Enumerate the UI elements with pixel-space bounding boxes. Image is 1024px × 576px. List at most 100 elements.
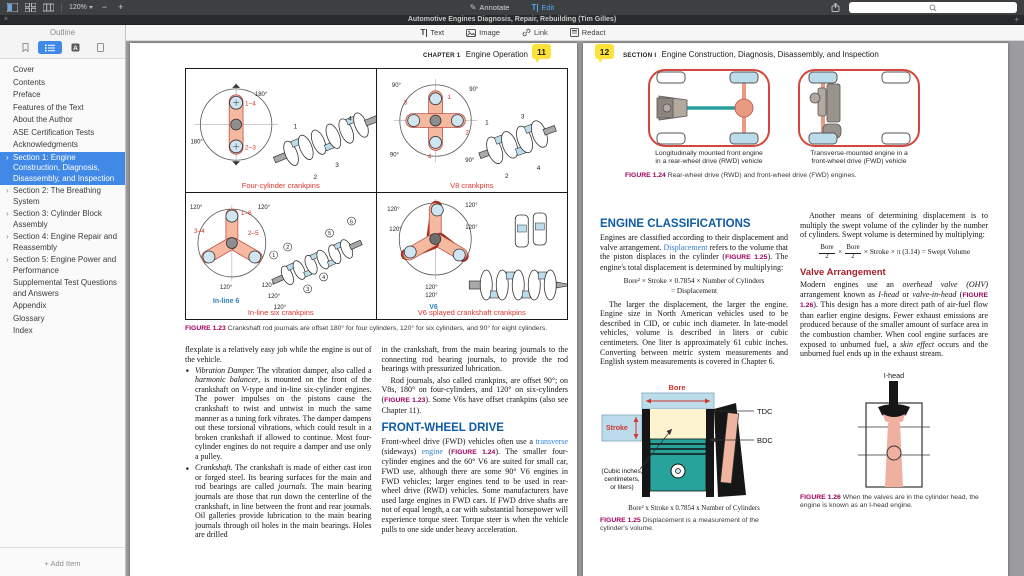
sidebar-item[interactable]: ›Section 5: Engine Power and Performance	[0, 254, 125, 277]
sidebar-item[interactable]: Index	[0, 325, 125, 338]
text-columns: flexplate is a relatively easy job while…	[185, 345, 568, 540]
figure-caption-label: FIGURE 1.24	[625, 172, 666, 179]
chevron-right-icon	[6, 326, 13, 337]
sidebar-item-label: Section 1: Engine Construction, Diagnosi…	[13, 152, 115, 183]
quadrant-caption: Four-cylinder crankpins	[241, 181, 320, 190]
insert-image-button[interactable]: Image	[466, 28, 500, 37]
chevron-right-icon[interactable]: ›	[6, 232, 9, 241]
section-kicker: SECTION I	[623, 52, 657, 59]
sidebar-item[interactable]: Features of the Text	[0, 102, 125, 115]
insert-link-button[interactable]: Link	[522, 28, 548, 37]
text-run: refers to the volume that the piston dis…	[600, 242, 788, 262]
front-wheel-drive-heading: FRONT-WHEEL DRIVE	[382, 422, 569, 434]
share-button[interactable]	[830, 0, 841, 17]
search-field	[849, 2, 1017, 13]
document-tab-title[interactable]: Automotive Engines Diagnosis, Repair, Re…	[407, 16, 617, 23]
add-item-button[interactable]: + Add Item	[44, 559, 81, 568]
text-cursor-icon: T	[531, 2, 539, 12]
search-input[interactable]	[849, 2, 1017, 13]
sidebar-item[interactable]: Contents	[0, 77, 125, 90]
text-column-2: in the crankshaft, from the main bearing…	[382, 345, 569, 540]
thumbnails-tab-button[interactable]	[88, 41, 112, 54]
bookmarks-tab-button[interactable]	[13, 41, 37, 54]
text-run: × Stroke × π (3.14) = Swept Volume	[862, 246, 971, 256]
close-tab-button[interactable]: ×	[0, 16, 12, 23]
sidebar-item[interactable]: About the Author	[0, 114, 125, 127]
text-run: ×	[836, 246, 844, 256]
figure-caption-label: FIGURE 1.26	[800, 493, 841, 501]
figure-caption-label: FIGURE 1.25	[600, 516, 641, 524]
text-tool-label: Text	[430, 28, 445, 37]
figure-reference-link[interactable]: FIGURE 1.24	[451, 448, 496, 456]
text-run: The larger the displacement, the larger …	[600, 299, 788, 367]
new-tab-button[interactable]: +	[1009, 15, 1024, 24]
text-run: I-head	[878, 289, 900, 299]
outline-tab-button[interactable]	[38, 41, 62, 54]
svg-text:90°: 90°	[389, 152, 399, 158]
text-run: skin effect	[900, 339, 935, 349]
sidebar-panel-title: Outline	[49, 28, 76, 37]
chevron-right-icon	[6, 301, 13, 312]
sidebar-item[interactable]: Appendix	[0, 300, 125, 313]
annotations-tab-button[interactable]: A	[63, 41, 87, 54]
sidebar-item[interactable]: Preface	[0, 89, 125, 102]
figure-caption-text: Displacement is a measurement of the cyl…	[600, 516, 759, 532]
svg-text:120°: 120°	[220, 285, 233, 291]
inline-link[interactable]: Displacement	[663, 242, 708, 252]
edit-mode-button[interactable]: T Edit	[531, 3, 554, 12]
chevron-right-icon[interactable]: ›	[6, 255, 9, 264]
chevron-right-icon[interactable]: ›	[6, 152, 9, 162]
insert-text-button[interactable]: T Text	[420, 28, 444, 37]
sidebar-item[interactable]: › Section 1: Engine Construction, Diagnos…	[0, 151, 125, 185]
inline-link[interactable]: engine	[421, 446, 443, 456]
page-layout-button[interactable]	[43, 0, 54, 17]
figure-reference-link[interactable]: FIGURE 1.23	[384, 396, 426, 404]
sidebar-item-label: Features of the Text	[13, 102, 84, 112]
svg-text:1: 1	[485, 120, 489, 127]
chevron-right-icon	[6, 314, 13, 325]
zoom-level-dropdown[interactable]: 120%	[69, 4, 93, 11]
sidebar-item[interactable]: Glossary	[0, 313, 125, 326]
redact-button[interactable]: Redact	[569, 28, 606, 37]
sidebar-item[interactable]: ›Section 4: Engine Repair and Reassembly	[0, 231, 125, 254]
figure-1-25: Bore Stroke	[600, 381, 788, 533]
figure-caption-text: Rear-wheel drive (RWD) and front-wheel d…	[667, 172, 857, 179]
svg-text:120°: 120°	[389, 227, 402, 233]
text-run: harmonic balancer	[195, 375, 259, 385]
figure-reference-link[interactable]: FIGURE 1.26	[800, 291, 989, 310]
sidebar-toggle-button[interactable]	[7, 0, 18, 17]
figure-reference-link[interactable]: FIGURE 1.25	[725, 254, 768, 262]
bullet-icon: ■	[186, 368, 189, 374]
sidebar-item[interactable]: Cover	[0, 64, 125, 77]
sidebar-item[interactable]: ASE Certification Tests	[0, 127, 125, 140]
circled-numbers: 1 2 3 4 5 6	[269, 216, 356, 294]
pages-scroll-area[interactable]: CHAPTER 1 Engine Operation 11	[126, 41, 1024, 576]
figure-1-23-quadrant-inline-six: 1–6 3–4 2–5 120° 120° 120° In-line 6	[186, 193, 377, 319]
grid-view-button[interactable]	[25, 0, 36, 17]
sidebar-item[interactable]: ›Section 3: Cylinder Block Assembly	[0, 208, 125, 231]
sidebar-item[interactable]: Supplemental Test Questions and Answers	[0, 277, 125, 300]
sidebar-item[interactable]: ›Section 2: The Breathing System	[0, 185, 125, 208]
inline-link[interactable]: transverse	[535, 437, 568, 447]
pdf-page-11: CHAPTER 1 Engine Operation 11	[130, 43, 577, 576]
text-run: ). Some V6s have offset crankpins (also …	[381, 394, 569, 415]
sidebar-footer: + Add Item	[0, 547, 125, 576]
zoom-out-button[interactable]: −	[101, 2, 108, 12]
zoom-in-button[interactable]: +	[118, 2, 124, 12]
i-head-valve-diagram	[858, 380, 930, 488]
annotate-mode-button[interactable]: ✎ Annotate	[470, 3, 510, 12]
svg-text:TDC: TDC	[757, 407, 773, 416]
sidebar-toggle-icon	[7, 2, 18, 12]
sidebar-item[interactable]: Acknowledgments	[0, 139, 125, 152]
chevron-right-icon[interactable]: ›	[6, 186, 9, 195]
svg-text:3: 3	[335, 162, 339, 169]
svg-text:120°: 120°	[425, 293, 438, 299]
crankshaft-sketch	[477, 120, 557, 164]
svg-text:120°: 120°	[465, 225, 478, 231]
toolbar-right-group	[830, 0, 1017, 17]
chevron-right-icon[interactable]: ›	[6, 209, 9, 218]
text-run: in the crankshaft, from the main bearing…	[381, 345, 569, 374]
